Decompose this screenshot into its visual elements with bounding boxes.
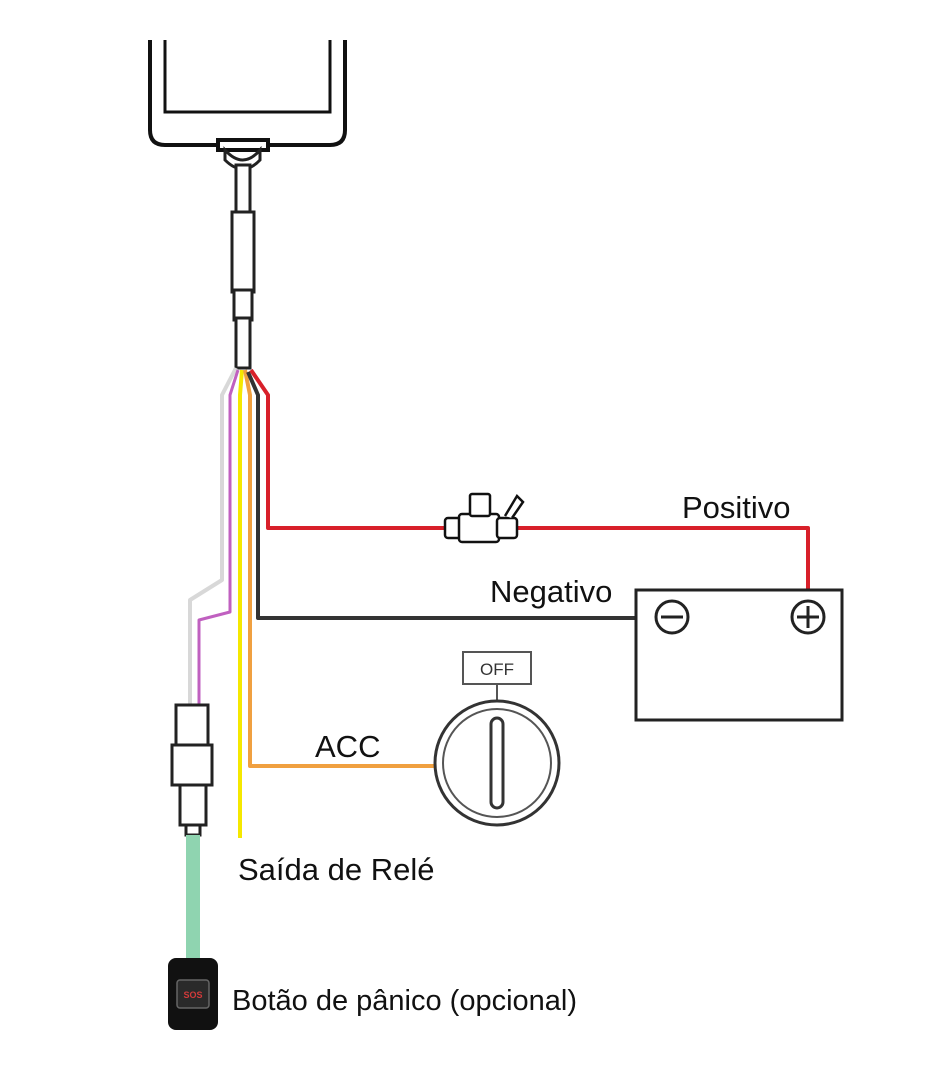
sos-label: SOS	[183, 990, 202, 1000]
acc-wire	[243, 369, 440, 768]
relay-wire	[238, 369, 244, 838]
panic-button-label: Botão de pânico (opcional)	[232, 985, 577, 1017]
ignition-off-label: OFF	[480, 660, 514, 679]
panic-wire	[197, 369, 240, 705]
white-wire	[188, 367, 238, 705]
relay-output-label: Saída de Relé	[238, 852, 434, 887]
acc-label: ACC	[315, 729, 380, 764]
panic-connector	[170, 703, 214, 837]
battery-positive-terminal	[790, 599, 826, 635]
fuse-icon	[443, 492, 525, 544]
panic-button: SOS	[168, 958, 218, 1030]
battery-negative-terminal	[654, 599, 690, 635]
main-cable	[223, 145, 262, 370]
ignition-switch: OFF	[433, 651, 561, 827]
negative-wire	[246, 371, 636, 620]
positive-label: Positivo	[682, 490, 791, 525]
battery	[634, 588, 844, 722]
tracker-device	[148, 40, 347, 152]
positive-wire	[249, 368, 810, 590]
negative-label: Negativo	[490, 574, 612, 609]
green-wire	[186, 835, 200, 960]
